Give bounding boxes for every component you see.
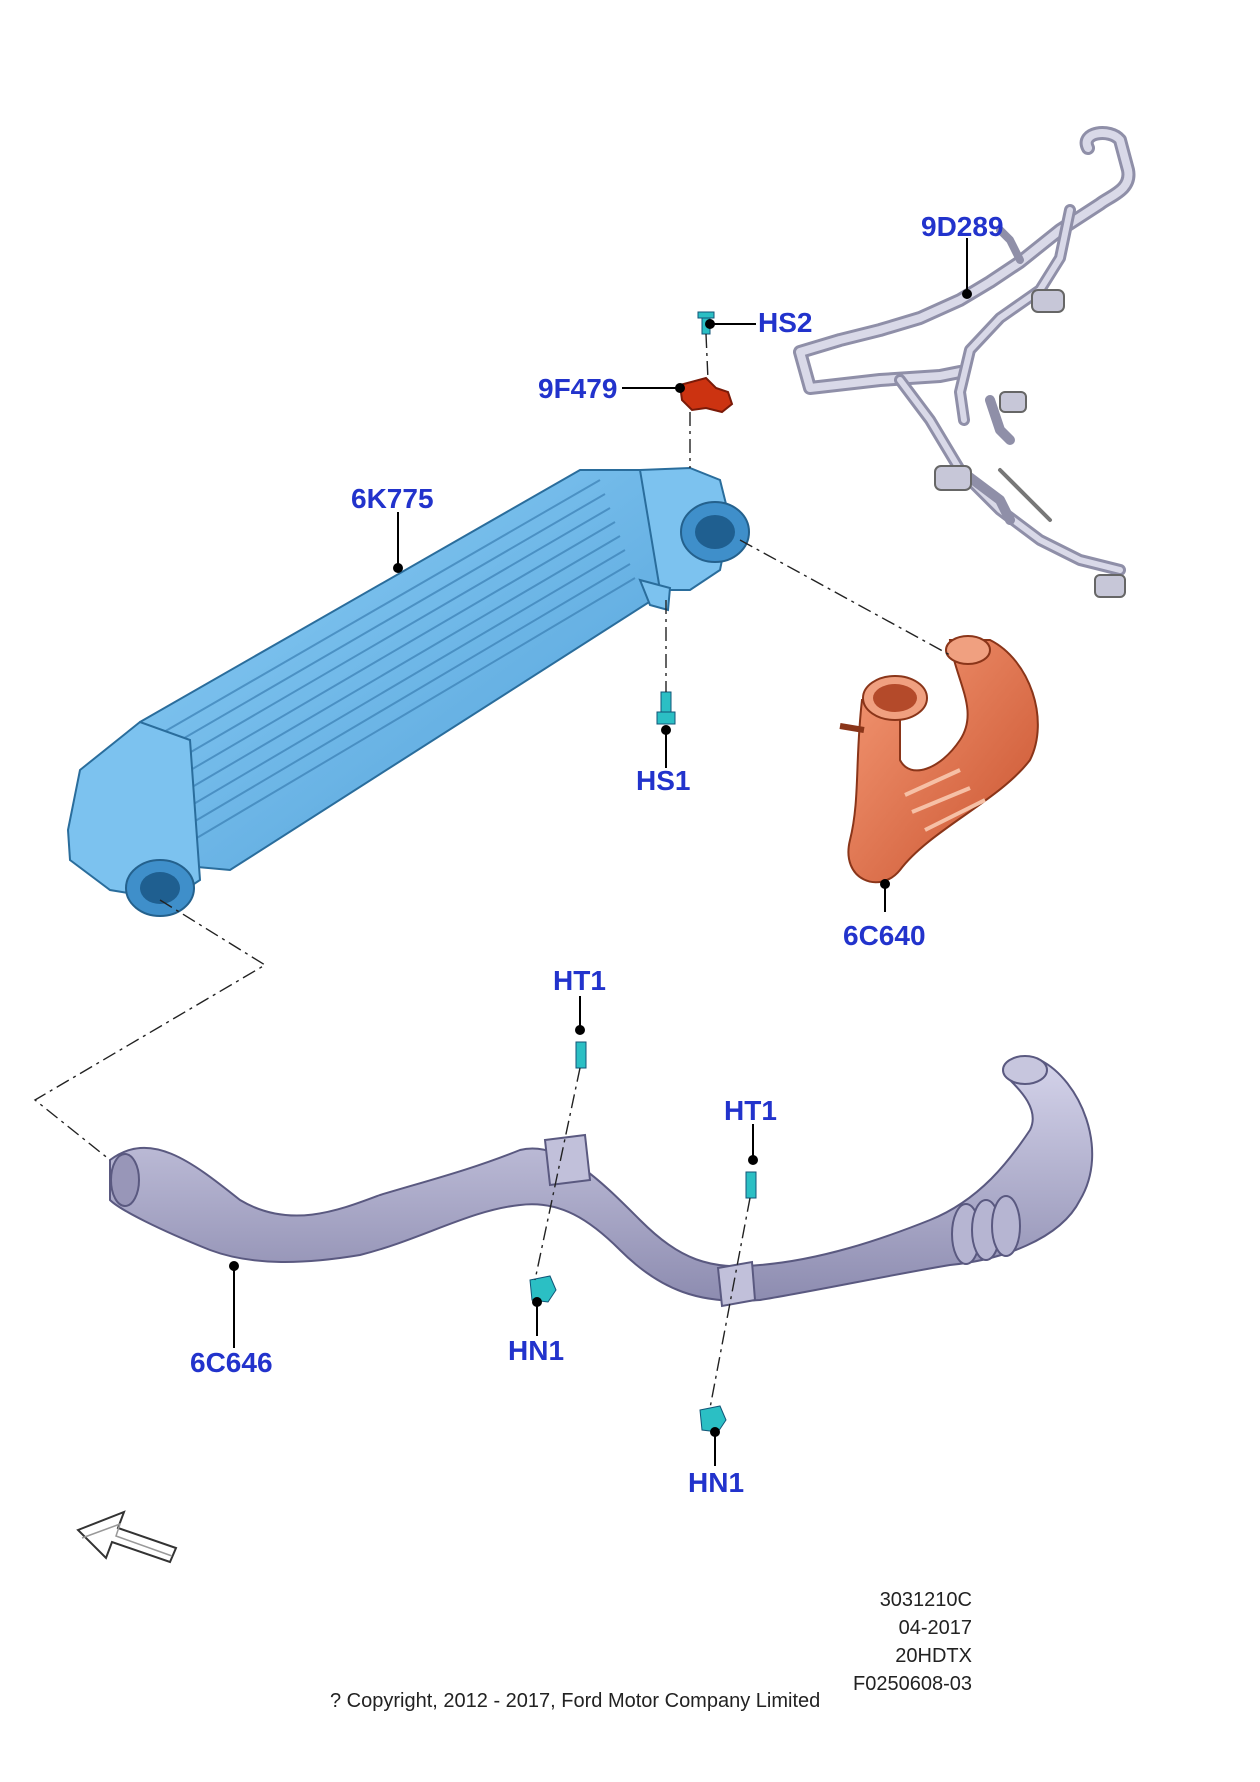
engine-code: 20HDTX	[895, 1645, 972, 1667]
label-6c646[interactable]: 6C646	[190, 1347, 273, 1378]
label-hn1-b[interactable]: HN1	[688, 1467, 744, 1498]
nut-hn1-b	[699, 1405, 727, 1433]
label-6c640[interactable]: 6C640	[843, 920, 926, 951]
copyright-notice: ? Copyright, 2012 - 2017, Ford Motor Com…	[330, 1690, 821, 1712]
stud-ht1-b	[745, 1171, 757, 1199]
hose-6c640	[839, 635, 1039, 884]
figure-id: F0250608-03	[853, 1673, 972, 1695]
diagram-date: 04-2017	[898, 1617, 972, 1639]
label-9d289[interactable]: 9D289	[921, 211, 1004, 242]
label-hn1-a[interactable]: HN1	[508, 1335, 564, 1366]
assembly-lines	[33, 333, 951, 1409]
label-ht1-b[interactable]: HT1	[724, 1095, 777, 1126]
nut-hn1-a	[529, 1275, 557, 1303]
screw-hs1	[656, 691, 676, 725]
diagram-code: 3031210C	[879, 1589, 972, 1611]
label-hs2[interactable]: HS2	[758, 307, 812, 338]
intercooler-6k775	[66, 466, 750, 917]
bracket-9f479	[678, 376, 734, 414]
vacuum-pipe-9d289	[793, 126, 1136, 598]
front-direction-arrow-icon	[76, 1510, 178, 1564]
label-ht1-a[interactable]: HT1	[553, 965, 606, 996]
stud-ht1-a	[575, 1041, 587, 1069]
label-6k775[interactable]: 6K775	[351, 483, 434, 514]
pipe-6c646	[109, 1055, 1094, 1308]
leader-lines	[229, 238, 972, 1466]
label-hs1[interactable]: HS1	[636, 765, 690, 796]
label-9f479[interactable]: 9F479	[538, 373, 617, 404]
